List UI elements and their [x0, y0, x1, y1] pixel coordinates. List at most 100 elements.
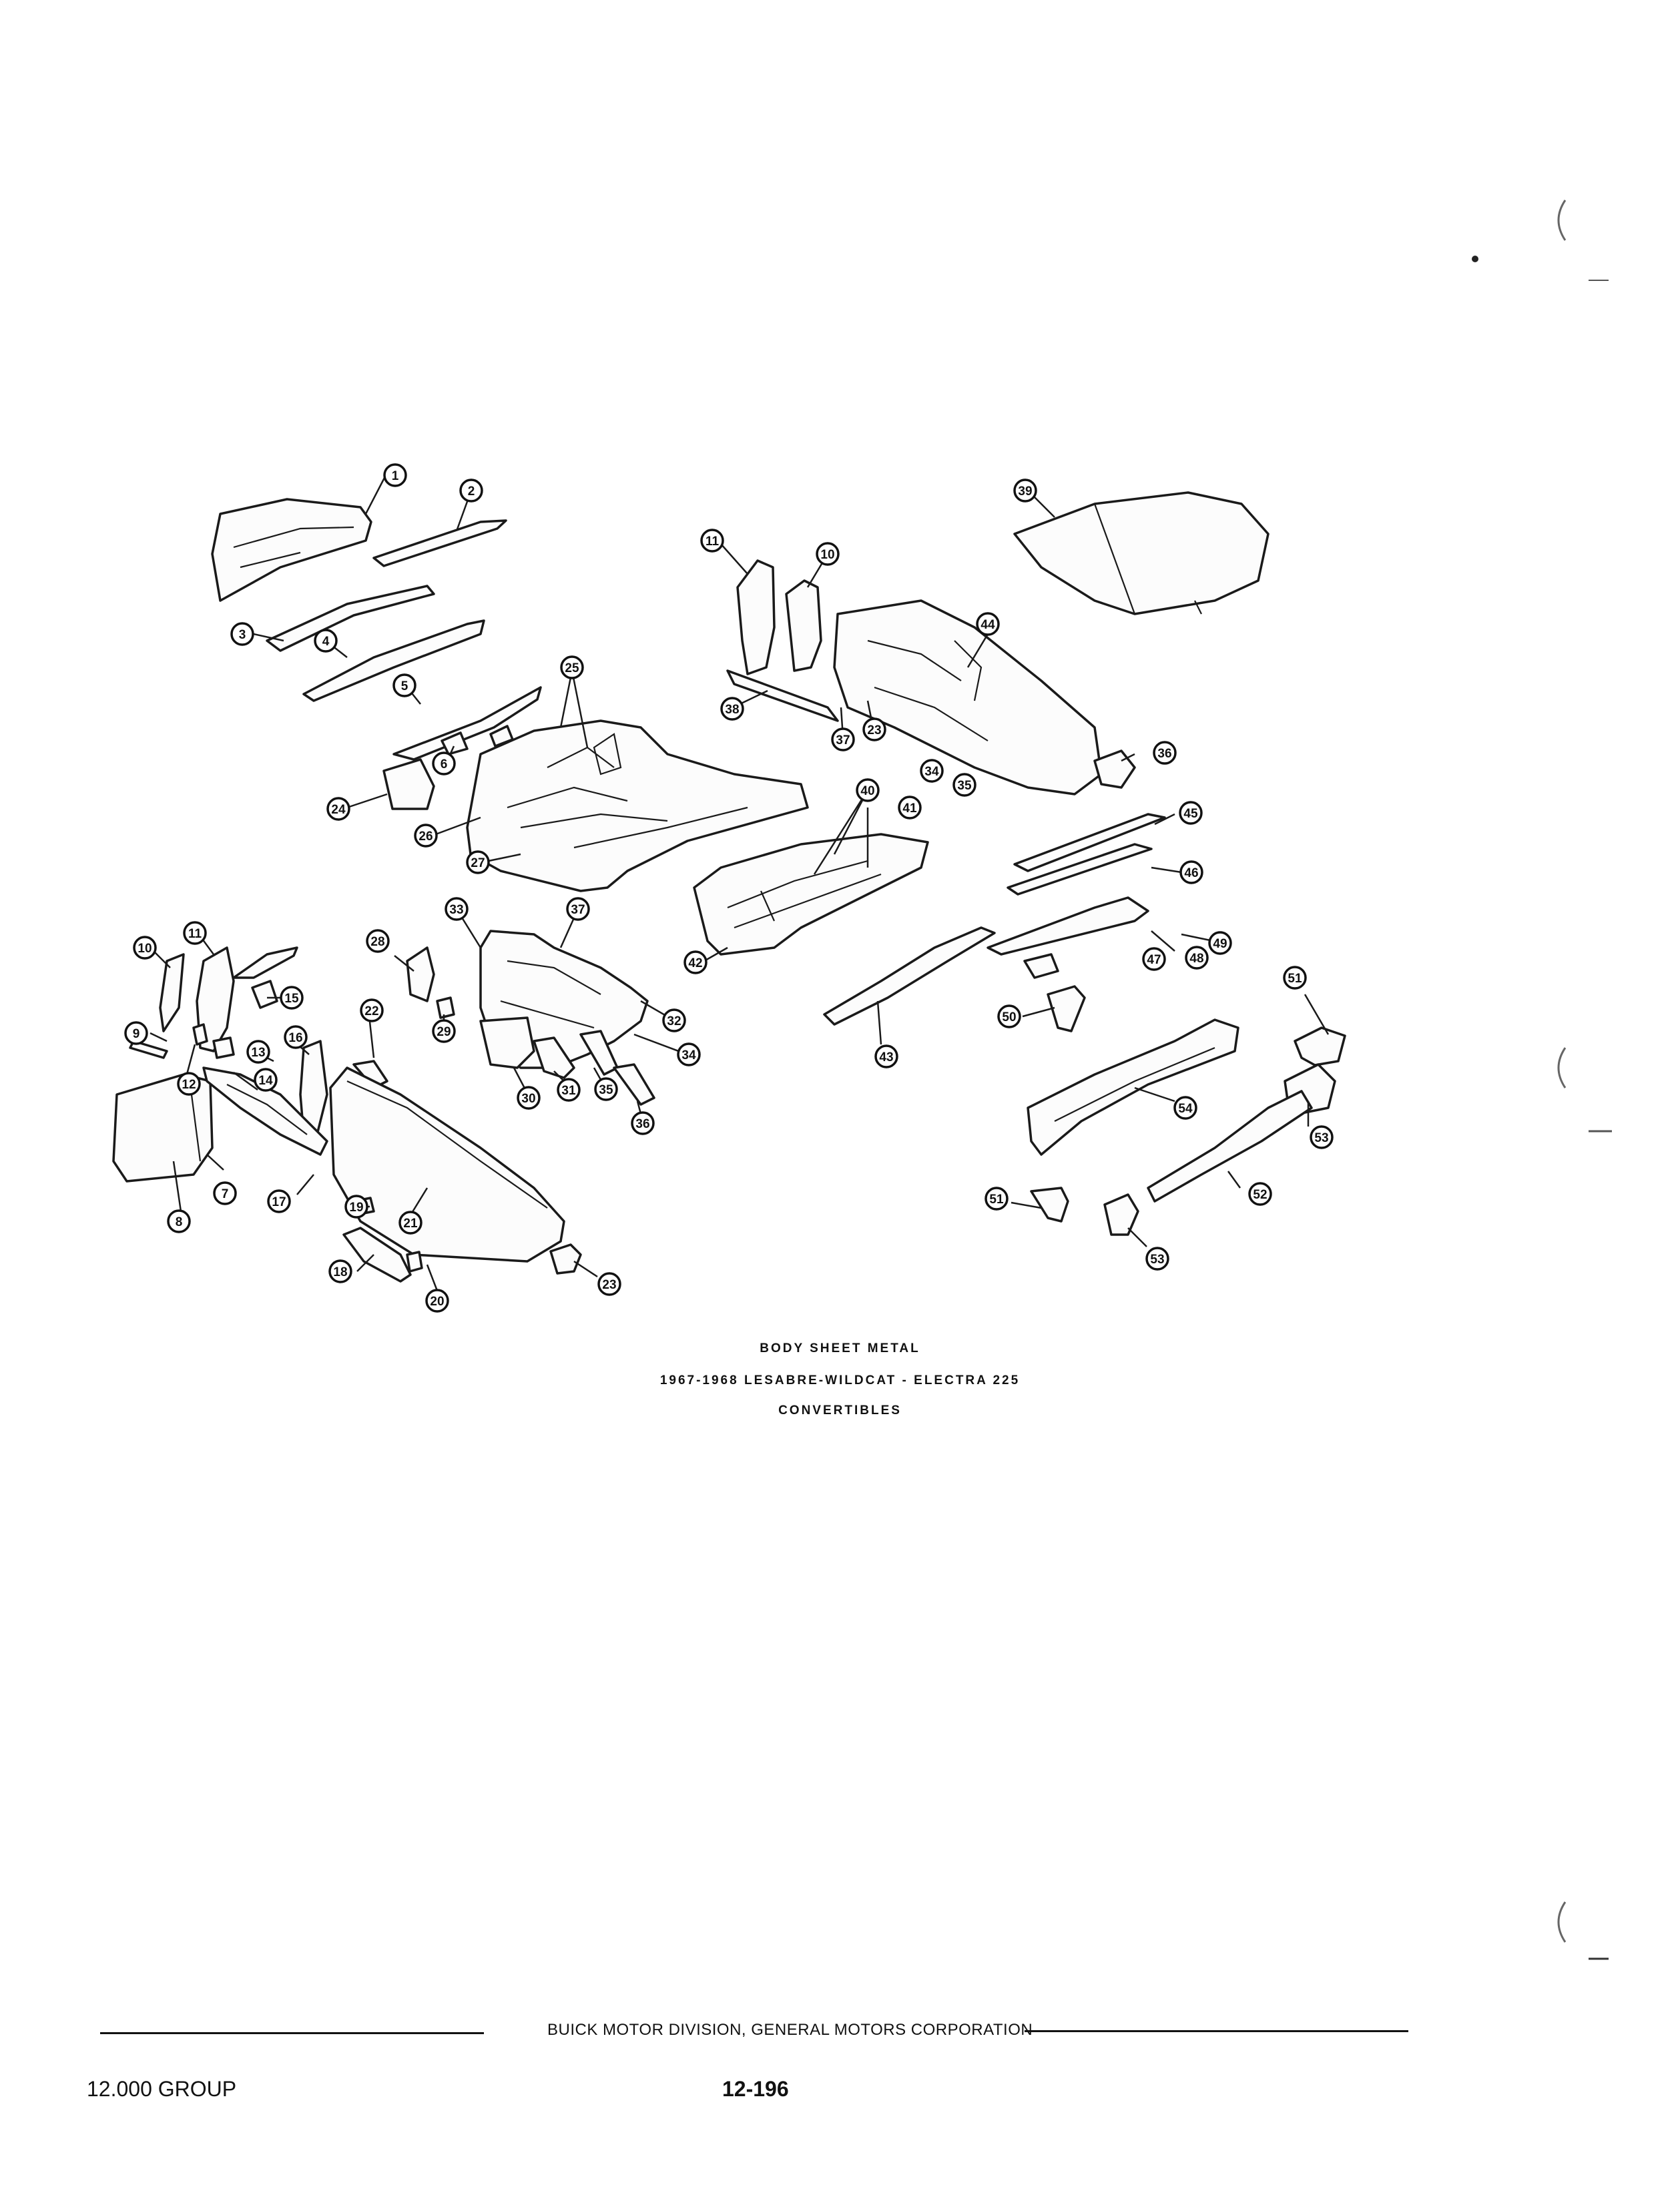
callout-circle — [366, 929, 390, 953]
rear-rail-part — [1027, 1018, 1239, 1156]
callout-circle — [1310, 1125, 1334, 1149]
callout-41: 41 — [898, 796, 922, 820]
callout-number: 24 — [331, 803, 346, 817]
callout-number: 19 — [349, 1201, 363, 1215]
callout-38: 38 — [720, 697, 744, 721]
callout-1: 1 — [383, 463, 407, 487]
callout-circle — [177, 1072, 201, 1096]
front-floor-part — [466, 719, 809, 892]
callout-circle — [383, 463, 407, 487]
callout-number: 3 — [239, 628, 246, 642]
callout-circle — [344, 1195, 368, 1219]
callout-50: 50 — [997, 1004, 1021, 1028]
callout-2: 2 — [459, 479, 483, 503]
callout-circle — [432, 1019, 456, 1043]
callout-35: 35 — [952, 773, 976, 797]
callout-number: 10 — [820, 548, 834, 562]
callout-number: 37 — [836, 733, 850, 747]
callout-circle — [597, 1272, 621, 1296]
callout-24: 24 — [326, 797, 350, 821]
callout-circle — [874, 1044, 898, 1068]
callout-number: 40 — [860, 784, 874, 798]
callout-circle — [1179, 801, 1203, 825]
callout-10: 10 — [133, 936, 157, 960]
callout-number: 2 — [468, 485, 475, 499]
callout-3: 3 — [230, 622, 254, 646]
callout-22: 22 — [360, 998, 384, 1022]
callout-number: 54 — [1178, 1102, 1193, 1116]
callout-number: 45 — [1183, 807, 1198, 821]
callout-circle — [1185, 946, 1209, 970]
callout-number: 34 — [681, 1048, 696, 1062]
callout-37: 37 — [566, 897, 590, 921]
callout-number: 44 — [981, 618, 995, 632]
callout-circle — [230, 622, 254, 646]
callout-47: 47 — [1142, 947, 1166, 971]
footer-page-number: 12-196 — [722, 2077, 789, 2101]
callout-39: 39 — [1013, 479, 1037, 503]
callout-53: 53 — [1310, 1125, 1334, 1149]
callout-circle — [280, 986, 304, 1010]
callout-54: 54 — [1173, 1096, 1197, 1120]
callout-number: 52 — [1253, 1188, 1267, 1202]
callout-35: 35 — [594, 1077, 618, 1101]
callout-28: 28 — [366, 929, 390, 953]
callout-number: 11 — [188, 927, 202, 941]
callout-number: 32 — [667, 1014, 681, 1028]
callout-40: 40 — [856, 778, 880, 802]
callout-circle — [557, 1078, 581, 1102]
callout-circle — [720, 697, 744, 721]
callout-34: 34 — [677, 1042, 701, 1066]
callout-45: 45 — [1179, 801, 1203, 825]
callout-number: 42 — [688, 956, 702, 970]
callout-36: 36 — [631, 1111, 655, 1135]
footer-publisher: BUICK MOTOR DIVISION, GENERAL MOTORS COR… — [547, 2021, 1033, 2039]
callout-circle — [432, 751, 456, 775]
footer-group: 12.000 GROUP — [87, 2077, 237, 2101]
callout-15: 15 — [280, 986, 304, 1010]
callout-32: 32 — [662, 1008, 686, 1032]
callout-circle — [1248, 1182, 1272, 1206]
callout-49: 49 — [1208, 931, 1232, 955]
callout-number: 14 — [258, 1074, 273, 1088]
callout-circle — [1173, 1096, 1197, 1120]
callout-circle — [124, 1021, 148, 1045]
callout-number: 7 — [222, 1187, 229, 1201]
callout-12: 12 — [177, 1072, 201, 1096]
callout-circle — [183, 921, 207, 945]
callout-number: 5 — [401, 679, 408, 693]
callout-23: 23 — [862, 717, 886, 741]
callout-circle — [976, 612, 1000, 636]
callout-number: 48 — [1189, 952, 1203, 966]
callout-number: 15 — [284, 992, 299, 1006]
callout-42: 42 — [683, 950, 708, 974]
caption-line-3: CONVERTIBLES — [778, 1403, 902, 1418]
callout-number: 37 — [571, 903, 585, 917]
callout-29: 29 — [432, 1019, 456, 1043]
callout-number: 20 — [430, 1295, 444, 1309]
callout-20: 20 — [425, 1289, 449, 1313]
callout-circle — [133, 936, 157, 960]
callout-44: 44 — [976, 612, 1000, 636]
callout-26: 26 — [414, 824, 438, 848]
callout-number: 8 — [176, 1215, 183, 1229]
callout-13: 13 — [246, 1040, 270, 1064]
callout-number: 30 — [521, 1092, 535, 1106]
callout-14: 14 — [254, 1068, 278, 1092]
callout-4: 4 — [314, 629, 338, 653]
deck-lid-part — [1013, 491, 1270, 615]
callout-34: 34 — [920, 759, 944, 783]
callout-circle — [517, 1086, 541, 1110]
callout-51: 51 — [1283, 966, 1307, 990]
caption-line-1: BODY SHEET METAL — [760, 1341, 920, 1355]
footer-rule-right — [1025, 2030, 1408, 2032]
callout-circle — [1145, 1247, 1169, 1271]
callout-number: 35 — [957, 779, 972, 793]
callout-circle — [862, 717, 886, 741]
callout-number: 34 — [924, 765, 939, 779]
callout-circle — [213, 1181, 237, 1205]
callout-6: 6 — [432, 751, 456, 775]
callout-circle — [246, 1040, 270, 1064]
callout-number: 28 — [370, 935, 384, 949]
